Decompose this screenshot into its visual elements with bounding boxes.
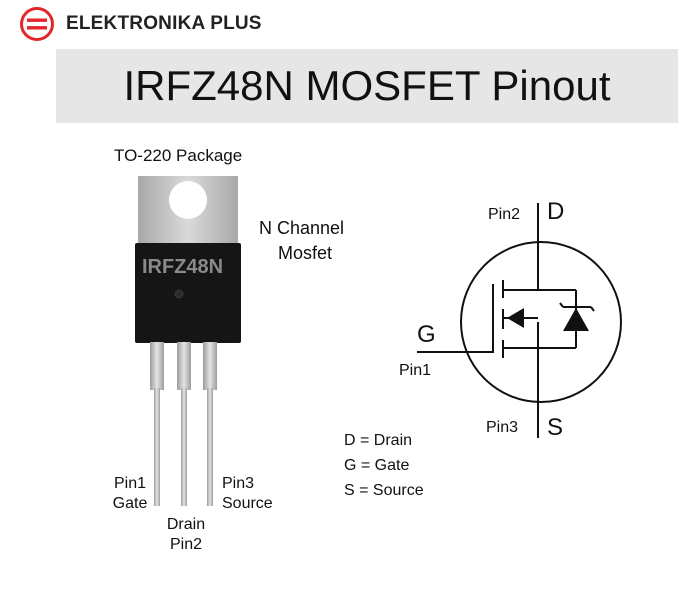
pin2-label-line1: Drain: [166, 516, 206, 533]
package-marking: IRFZ48N: [142, 256, 224, 278]
channel-arrow-icon: [507, 308, 524, 328]
pin2-label: Drain Pin2: [156, 515, 216, 555]
page-title: IRFZ48N MOSFET Pinout: [123, 62, 611, 109]
title-bar: IRFZ48N MOSFET Pinout: [56, 49, 678, 123]
body-dimple: [174, 289, 184, 299]
gate-lead: [417, 284, 494, 353]
source-letter: S: [547, 414, 564, 441]
legend-item-gate: G = Gate: [344, 457, 410, 474]
elektronika-plus-logo-icon: [20, 7, 54, 41]
pin3-label-line1: Pin3: [222, 475, 255, 492]
pin-legend: D = Drain G = Gate S = Source: [344, 428, 424, 503]
mounting-hole: [169, 181, 207, 219]
gate-letter: G: [417, 321, 436, 348]
legend-item-source: S = Source: [344, 482, 424, 499]
legend-item-drain: D = Drain: [344, 432, 413, 449]
drain-letter: D: [547, 198, 565, 225]
body-diode-icon: [563, 308, 589, 331]
channel-type-label-line1: N Channel: [259, 218, 345, 238]
drain-pin-label: Pin2: [488, 206, 521, 223]
channel-type-label-line2: Mosfet: [278, 243, 333, 263]
pin2-label-line2: Pin2: [169, 536, 203, 553]
pin1-label: Pin1 Gate: [100, 474, 160, 514]
pin2-lead: [177, 342, 191, 506]
brand-header: ELEKTRONIKA PLUS: [20, 4, 262, 44]
source-pin-label: Pin3: [486, 419, 519, 436]
pin1-lead: [150, 342, 164, 506]
gate-pin-label: Pin1: [399, 362, 432, 379]
pin1-label-line2: Gate: [112, 495, 148, 512]
pin1-label-line1: Pin1: [113, 475, 147, 492]
pin3-label: Pin3 Source: [222, 474, 273, 514]
package-label: TO-220 Package: [114, 146, 243, 165]
pin3-lead: [203, 342, 217, 506]
pin3-label-line2: Source: [222, 495, 273, 512]
brand-name: ELEKTRONIKA PLUS: [66, 13, 262, 34]
package-body: [135, 243, 241, 343]
symbol-circle: [460, 241, 622, 403]
